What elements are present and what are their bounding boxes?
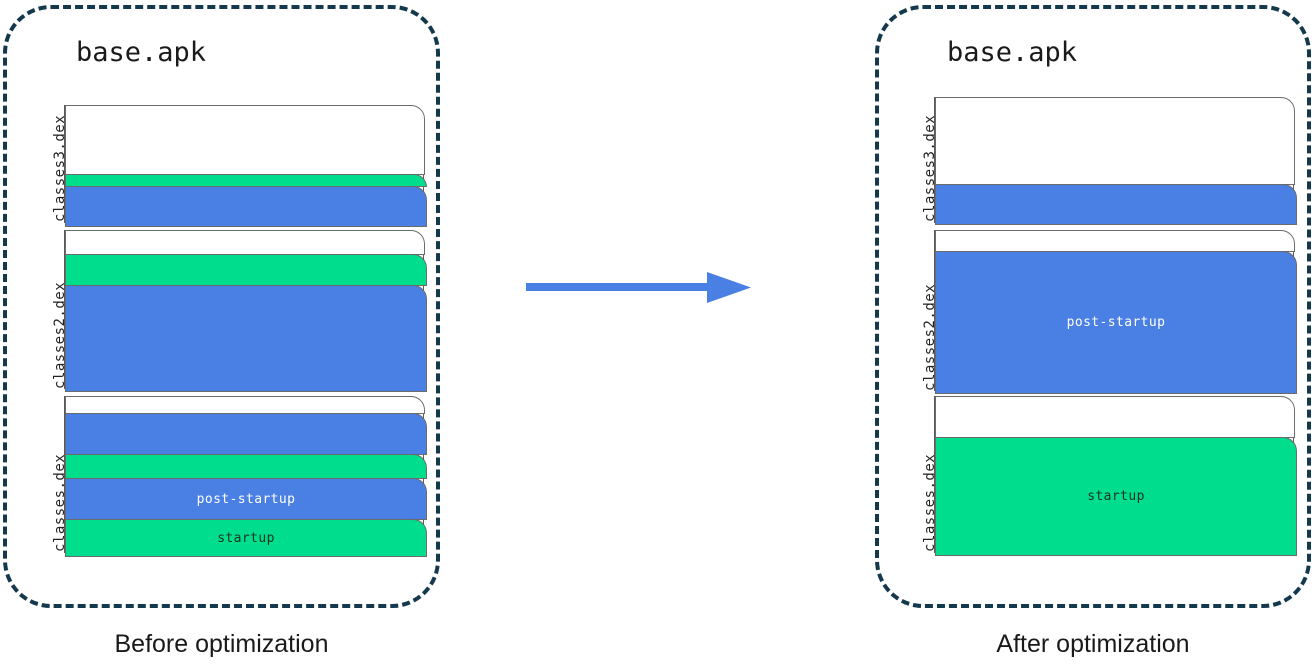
- dex-band-post-startup: [65, 186, 427, 227]
- apk-container-after: [875, 5, 1311, 608]
- dex-stack-after-classes[interactable]: startup: [934, 395, 1297, 556]
- dex-stack-after-classes3[interactable]: [934, 96, 1297, 225]
- dex-band-post-startup-labeled: post-startup: [935, 251, 1297, 394]
- transformation-arrow: [524, 262, 756, 314]
- dex-band-startup: [65, 454, 427, 479]
- dex-band-startup-labeled: startup: [65, 519, 427, 557]
- dex-stack-before-classes[interactable]: post-startup startup: [64, 395, 427, 557]
- dex-band-free-space: [935, 229, 1295, 252]
- dex-stack-before-classes2[interactable]: [64, 229, 427, 392]
- apk-title-before: base.apk: [76, 37, 207, 68]
- dex-band-post-startup: [65, 285, 427, 392]
- dex-band-startup-labeled: startup: [935, 437, 1297, 556]
- apk-container-before: [3, 5, 440, 608]
- dex-band-post-startup: [935, 184, 1297, 225]
- dex-band-free-space: [65, 395, 425, 414]
- arrow-right-icon: [526, 272, 751, 303]
- dex-band-post-startup: [65, 413, 427, 455]
- dex-band-startup: [65, 254, 427, 286]
- dex-band-free-space: [935, 96, 1295, 185]
- caption-after: After optimization: [996, 630, 1190, 658]
- dex-stack-after-classes2[interactable]: post-startup: [934, 229, 1297, 394]
- dex-band-free-space: [65, 229, 425, 255]
- dex-band-free-space: [935, 395, 1295, 438]
- dex-band-post-startup-labeled: post-startup: [65, 478, 427, 520]
- dex-stack-before-classes3[interactable]: [64, 104, 427, 227]
- apk-title-after: base.apk: [947, 37, 1078, 68]
- caption-before: Before optimization: [114, 630, 329, 658]
- dex-band-free-space: [65, 104, 425, 175]
